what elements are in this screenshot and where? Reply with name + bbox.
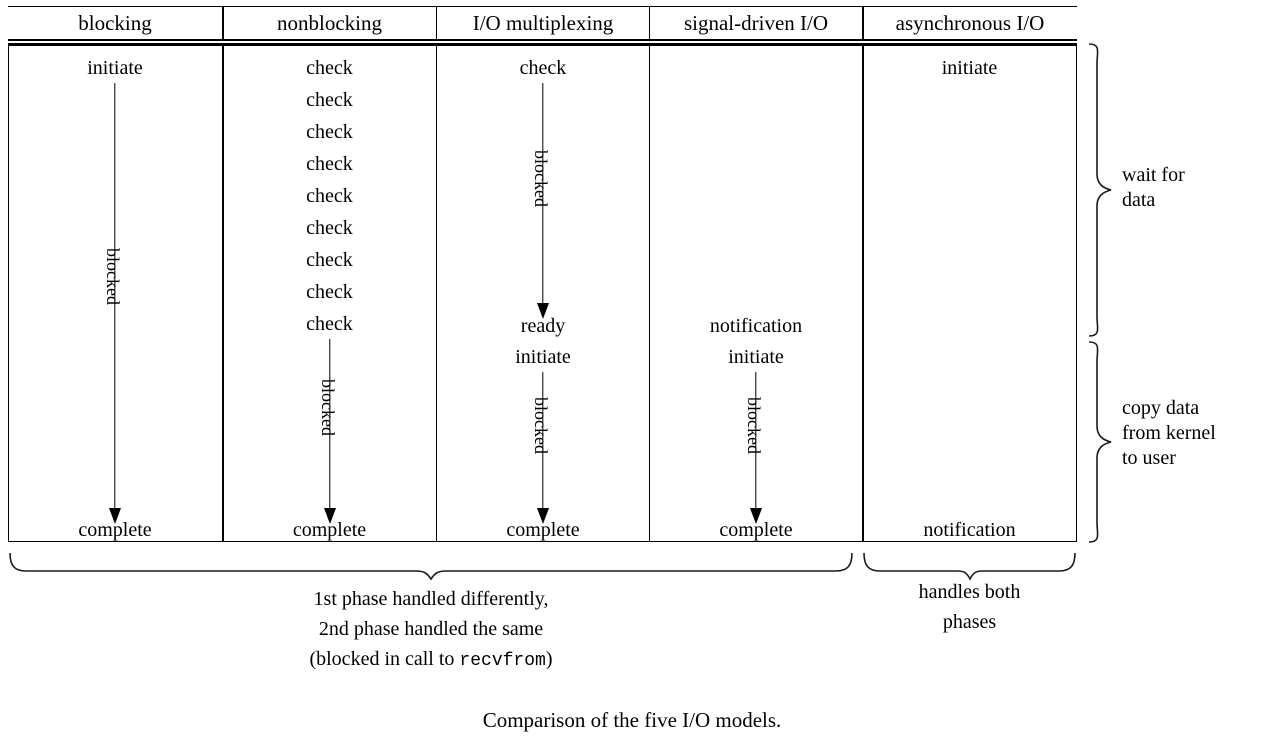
step-ready: ready — [520, 315, 566, 337]
step-complete: complete — [719, 519, 793, 541]
flow-arrow-head-1 — [537, 303, 549, 319]
flow-arrow-line-2 — [542, 372, 544, 513]
arrow-label-blocked: blocked — [317, 379, 338, 436]
bottom-caption-line1: 1st phase handled differently, — [313, 588, 549, 610]
step-check: check — [519, 57, 567, 79]
body-divider-2 — [435, 45, 437, 542]
brace-label-wait-for-data: wait for data — [1122, 163, 1185, 213]
column-blocking: initiate blocked complete — [8, 45, 222, 542]
brace-label-line1: wait for — [1122, 164, 1185, 186]
step-complete: complete — [506, 519, 580, 541]
column-header-io-multiplexing: I/O multiplexing — [472, 10, 614, 35]
flow-arrow-head-2 — [537, 508, 549, 524]
step-notification: notification — [709, 315, 803, 337]
io-models-table: blocking nonblocking I/O multiplexing si… — [8, 6, 1077, 542]
bottom-caption-line3-prefix: (blocked in call to — [309, 648, 460, 670]
body-divider-1 — [222, 45, 224, 542]
header-divider-3 — [648, 7, 650, 39]
step-check: check — [306, 153, 353, 175]
flow-arrow-line-1 — [542, 83, 544, 308]
brace-async-model — [863, 552, 1076, 581]
brace-first-four-models — [9, 552, 853, 581]
body-divider-3 — [648, 45, 650, 542]
header-divider-2 — [435, 7, 437, 39]
step-initiate: initiate — [515, 346, 571, 368]
bottom-caption-line3-mono: recvfrom — [459, 651, 546, 671]
step-notification: notification — [923, 519, 1016, 541]
header-rule-lower — [8, 43, 1077, 45]
bottom-caption-line2: 2nd phase handled the same — [318, 618, 544, 640]
step-initiate: initiate — [87, 57, 143, 79]
step-check: check — [306, 249, 353, 271]
column-header-asynchronous-io: asynchronous I/O — [895, 10, 1045, 35]
step-check: check — [306, 121, 353, 143]
step-check: check — [306, 217, 353, 239]
step-check: check — [306, 185, 353, 207]
step-complete: complete — [292, 519, 367, 541]
flow-arrow-line — [328, 339, 331, 513]
step-check: check — [306, 89, 353, 111]
step-complete: complete — [78, 519, 152, 541]
arrow-label-blocked: blocked — [531, 397, 551, 454]
table-header-row: blocking nonblocking I/O multiplexing si… — [8, 6, 1077, 39]
table-body-box — [8, 45, 1077, 542]
step-initiate: initiate — [941, 57, 998, 79]
step-check: check — [306, 313, 353, 335]
column-header-blocking: blocking — [78, 10, 152, 35]
figure-caption: Comparison of the five I/O models. — [482, 708, 782, 732]
arrow-label-blocked: blocked — [744, 397, 764, 454]
body-divider-4 — [862, 45, 864, 542]
brace-label-copy-data: copy data from kernel to user — [1122, 396, 1216, 471]
flow-arrow-line — [114, 83, 116, 513]
flow-arrow-head — [109, 508, 121, 524]
column-header-nonblocking: nonblocking — [277, 10, 382, 35]
brace-label-line1: copy data — [1122, 397, 1200, 419]
bottom-caption-line3-suffix: ) — [545, 648, 553, 670]
header-rule-upper — [8, 39, 1077, 41]
step-initiate: initiate — [728, 346, 784, 368]
header-divider-4 — [862, 7, 864, 39]
column-asynchronous-io: initiate notification — [864, 45, 1077, 542]
bottom-caption-line2: phases — [942, 611, 997, 633]
bottom-caption-line3: (blocked in call to recvfrom) — [309, 648, 553, 671]
step-check: check — [306, 57, 353, 79]
arrow-label-blocked: blocked — [531, 150, 551, 207]
bottom-caption-line1: handles both — [918, 581, 1021, 603]
flow-arrow-line — [755, 372, 757, 513]
header-divider-1 — [222, 7, 224, 39]
column-io-multiplexing: check blocked ready initiate blocked com… — [437, 45, 649, 542]
brace-label-line2: data — [1122, 189, 1156, 211]
flow-arrow-head — [323, 508, 336, 524]
column-nonblocking: check check check check check check chec… — [224, 45, 436, 542]
step-check: check — [306, 281, 353, 303]
bottom-caption-async: handles both phases — [862, 577, 1077, 637]
brace-copy-data — [1088, 341, 1112, 543]
column-header-signal-driven-io: signal-driven I/O — [683, 10, 829, 35]
brace-label-line3: to user — [1122, 447, 1176, 469]
brace-label-line2: from kernel — [1122, 422, 1216, 444]
bottom-caption-first-four: 1st phase handled differently, 2nd phase … — [8, 584, 854, 676]
column-signal-driven-io: notification initiate blocked complete — [650, 45, 862, 542]
brace-wait-for-data — [1088, 43, 1112, 337]
arrow-label-blocked: blocked — [103, 248, 123, 305]
flow-arrow-head — [750, 508, 762, 524]
